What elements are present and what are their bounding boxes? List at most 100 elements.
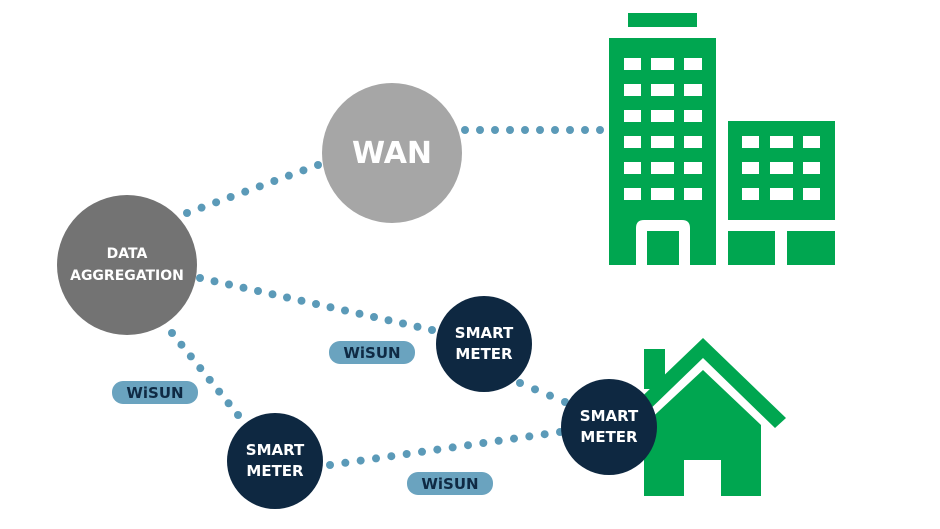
window (684, 58, 702, 70)
window (624, 188, 641, 200)
link-dot (314, 161, 322, 169)
window (684, 110, 702, 122)
node-label-line: DATA (106, 246, 148, 262)
smart-meter-node: SMART METER (227, 413, 323, 509)
link-dot (299, 166, 308, 175)
link-dot (448, 443, 457, 452)
wan-node: WAN (322, 83, 462, 223)
wisun-label: WiSUN (407, 472, 493, 495)
link-dot (476, 126, 484, 134)
link-dot (566, 126, 574, 134)
link-dot (428, 326, 436, 334)
data-aggregation-node: DATA AGGREGATION (57, 195, 197, 335)
link-dot (540, 430, 549, 439)
window (770, 136, 793, 148)
link-dot (283, 293, 291, 302)
link-dot (255, 182, 264, 191)
window (651, 58, 674, 70)
link-dot (326, 461, 334, 469)
link-dot (494, 436, 503, 445)
link-dot (341, 306, 349, 315)
node-label-line: SMART (579, 407, 639, 425)
link-dot (531, 385, 539, 394)
office-building-icon (609, 13, 835, 265)
link-dot (297, 296, 306, 305)
window (803, 188, 820, 200)
link-dot (196, 274, 204, 282)
window (624, 58, 641, 70)
link-dot (536, 126, 544, 134)
window (651, 188, 674, 200)
link-dot (461, 126, 469, 134)
link-dot (168, 329, 176, 337)
link-dot (464, 441, 472, 450)
link-dot (186, 352, 195, 361)
window (651, 84, 674, 96)
link-dot (479, 439, 488, 447)
node-label-line: METER (246, 462, 304, 480)
window (651, 110, 674, 122)
node-label-line: METER (580, 428, 638, 446)
window (624, 162, 641, 174)
link-dot (312, 300, 320, 308)
link-dot (372, 454, 380, 463)
window (624, 136, 641, 148)
link-dot (370, 313, 378, 321)
link-dot (210, 277, 219, 286)
window (684, 84, 702, 96)
link-dot (224, 399, 233, 408)
wisun-label: WiSUN (329, 341, 415, 364)
link-dot (399, 319, 407, 328)
link-dot (551, 126, 559, 134)
link-dot (491, 126, 499, 134)
link-dot (356, 456, 365, 465)
link-dot (433, 445, 442, 454)
node-label-line: AGGREGATION (70, 268, 184, 284)
link-dot (239, 283, 248, 292)
window (651, 162, 674, 174)
link-dot (183, 209, 191, 217)
link-dot (506, 126, 514, 134)
link-dot (270, 177, 279, 185)
window (651, 136, 674, 148)
link-dot (254, 287, 262, 295)
link-dot (196, 364, 205, 373)
window (684, 136, 702, 148)
link-dot (241, 187, 250, 196)
link-dot (215, 387, 224, 396)
smart-meter-node: SMART METER (436, 296, 532, 392)
link-dot (225, 280, 233, 289)
node-label-line: METER (455, 345, 513, 363)
link-dot (341, 458, 350, 467)
link-dot (596, 126, 604, 134)
link-dot (521, 126, 529, 134)
link-dot (418, 447, 426, 456)
link-dot (212, 198, 221, 207)
window (803, 136, 820, 148)
window (803, 162, 820, 174)
window (624, 84, 641, 96)
window (684, 188, 702, 200)
link-dot (177, 340, 186, 349)
link-dot (510, 434, 518, 443)
link-dot (284, 171, 293, 180)
link-dot (581, 126, 589, 134)
link-dot (197, 203, 206, 212)
link-dot (326, 303, 335, 312)
link-dot (525, 432, 534, 441)
window (742, 188, 759, 200)
link-dot (268, 290, 277, 299)
node-label-line: SMART (454, 324, 514, 342)
link-dot (234, 411, 242, 419)
node-label-line: SMART (245, 441, 305, 459)
window (684, 162, 702, 174)
window (742, 136, 759, 148)
smart-meter-node-house: SMART METER (561, 379, 657, 475)
window (770, 188, 793, 200)
link-dot (205, 375, 214, 384)
wisun-label: WiSUN (112, 381, 198, 404)
house-icon (630, 338, 786, 496)
link-dot (226, 193, 235, 201)
